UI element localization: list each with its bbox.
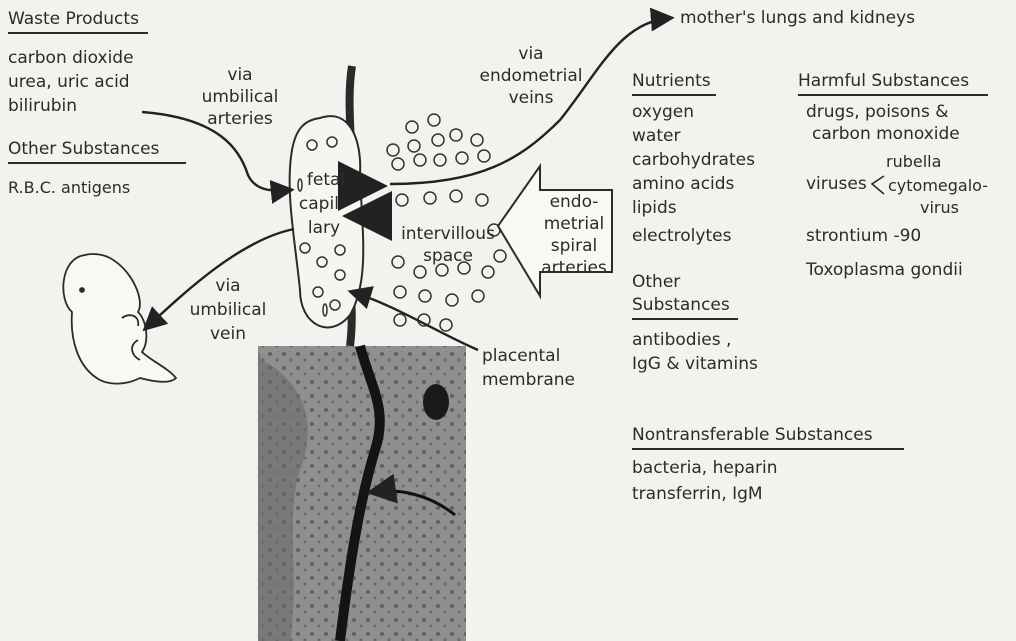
label-intervillous-space-1: intervillous <box>392 222 504 246</box>
nutrient-item: water <box>632 124 680 148</box>
nutrient-item: carbohydrates <box>632 148 755 172</box>
label-spiral-arteries-3: spiral <box>532 234 616 258</box>
fetus-illustration <box>63 254 176 384</box>
nontransferable-heading: Nontransferable Substances <box>632 424 904 450</box>
nutrient-item: lipids <box>632 196 677 220</box>
label-placental-membrane-1: placental <box>482 344 560 368</box>
other-substances-heading-right-2: Substances <box>632 294 738 320</box>
label-fetal-capillary-1: fetal <box>296 168 356 192</box>
waste-item: bilirubin <box>8 94 77 118</box>
waste-item: urea, uric acid <box>8 70 130 94</box>
label-mothers-lungs-kidneys: mother's lungs and kidneys <box>680 6 915 30</box>
label-via-endometrial-veins-2: endometrial <box>476 64 586 88</box>
nutrient-item: electrolytes <box>632 224 731 248</box>
virus-item: rubella <box>886 150 941 174</box>
nontransferable-item: bacteria, heparin <box>632 456 778 480</box>
waste-item: carbon dioxide <box>8 46 134 70</box>
other-substances-heading-right-1: Other <box>632 270 680 294</box>
label-via-umbilical-arteries-2: umbilical <box>200 85 280 109</box>
label-via-umbilical-vein-2: umbilical <box>186 298 270 322</box>
nontransferable-item: transferrin, IgM <box>632 482 763 506</box>
label-via-umbilical-vein-3: vein <box>186 322 270 346</box>
virus-item: cytomegalo- <box>888 174 988 198</box>
label-spiral-arteries-4: arteries <box>532 256 616 280</box>
harmful-item-toxoplasma: Toxoplasma gondii <box>806 258 963 282</box>
nutrient-item: oxygen <box>632 100 694 124</box>
label-via-umbilical-arteries-1: via <box>200 63 280 87</box>
other-substance-item: IgG & vitamins <box>632 352 758 376</box>
label-fetal-capillary-3: lary <box>294 216 354 240</box>
label-fetal-capillary-2: capil- <box>292 192 352 216</box>
label-via-endometrial-veins-3: veins <box>476 86 586 110</box>
harmful-item: carbon monoxide <box>812 122 960 146</box>
nutrient-item: amino acids <box>632 172 734 196</box>
other-substance-item: antibodies , <box>632 328 731 352</box>
label-placental-membrane-2: membrane <box>482 368 575 392</box>
micrograph-photo <box>258 346 466 641</box>
harmful-item-strontium: strontium -90 <box>806 224 921 248</box>
other-substances-heading: Other Substances <box>8 138 186 164</box>
harmful-substances-heading: Harmful Substances <box>798 70 988 96</box>
label-spiral-arteries-2: metrial <box>532 212 616 236</box>
harmful-item: drugs, poisons & <box>806 100 948 124</box>
label-intervillous-space-2: space <box>392 244 504 268</box>
virus-brace <box>872 176 884 194</box>
other-item: R.B.C. antigens <box>8 176 130 200</box>
label-spiral-arteries-1: endo- <box>532 190 616 214</box>
virus-item: virus <box>920 196 959 220</box>
label-via-umbilical-vein-1: via <box>186 274 270 298</box>
nutrients-heading: Nutrients <box>632 70 716 96</box>
arrow-placental-membrane <box>352 292 478 350</box>
label-via-endometrial-veins-1: via <box>476 42 586 66</box>
label-via-umbilical-arteries-3: arteries <box>200 107 280 131</box>
waste-products-heading: Waste Products <box>8 8 148 34</box>
viruses-label: viruses <box>806 172 867 196</box>
